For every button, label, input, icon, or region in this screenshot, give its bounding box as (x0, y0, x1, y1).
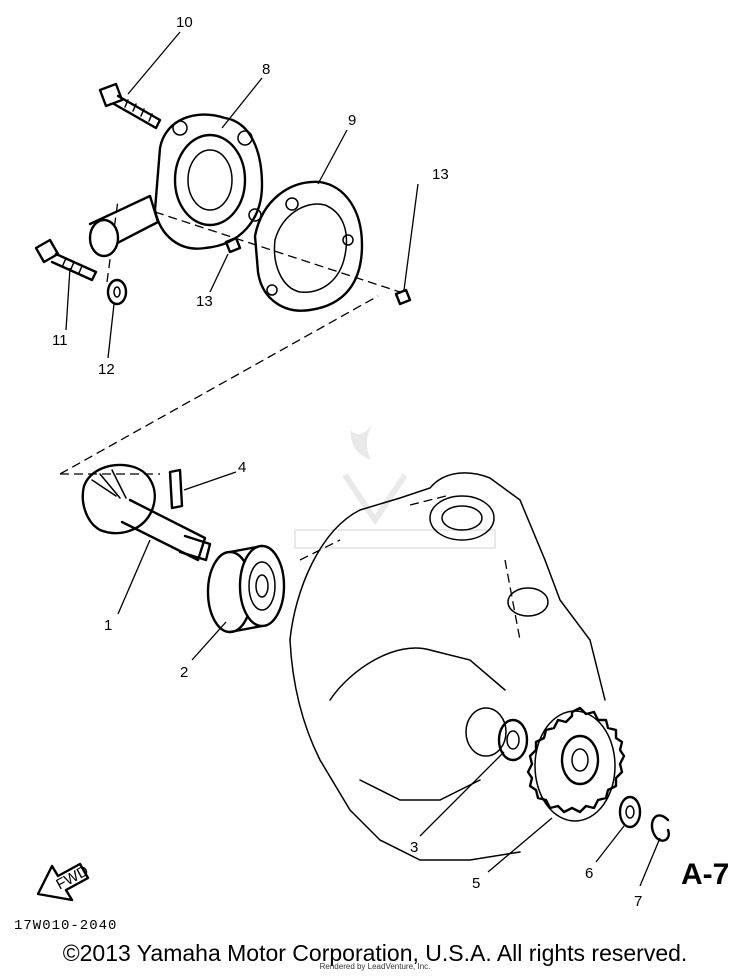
washer-12[interactable] (106, 278, 128, 306)
callout-8: 8 (262, 61, 270, 78)
gear-5[interactable] (526, 706, 626, 822)
dowel-pin-13a[interactable] (224, 236, 242, 254)
dowel-pin-13b[interactable] (394, 288, 412, 306)
callout-4: 4 (238, 459, 246, 476)
gasket-9[interactable] (253, 180, 364, 312)
bolt-11[interactable] (34, 238, 98, 282)
alignment-lines (59, 199, 401, 475)
pin-4[interactable] (168, 468, 184, 510)
diagram-code: 17W010-2040 (14, 918, 118, 934)
pump-housing-8[interactable] (88, 113, 264, 258)
callout-labels: 10 8 9 13 13 11 12 4 1 2 3 5 6 7 (52, 14, 642, 910)
bearing-2[interactable] (206, 544, 286, 634)
circlip-7[interactable] (650, 814, 670, 842)
callout-2: 2 (180, 664, 188, 681)
callout-5: 5 (472, 875, 480, 892)
callout-7: 7 (634, 893, 642, 910)
callout-13a: 13 (432, 166, 449, 183)
crankcase-cover-outline (289, 472, 606, 861)
washer-3[interactable] (497, 718, 529, 762)
section-label: A-7 (681, 858, 730, 891)
fwd-arrow-icon (36, 862, 90, 902)
impeller-shaft-1[interactable] (81, 463, 212, 562)
callout-10: 10 (176, 14, 193, 31)
callout-9: 9 (348, 112, 356, 129)
washer-6[interactable] (618, 795, 642, 829)
callout-11: 11 (52, 332, 68, 349)
watermark-logo (294, 420, 496, 549)
leader-lines (65, 31, 661, 887)
callout-12: 12 (98, 361, 115, 378)
copyright-notice: ©2013 Yamaha Motor Corporation, U.S.A. A… (62, 940, 688, 966)
callout-3: 3 (410, 839, 418, 856)
callout-6: 6 (585, 865, 593, 882)
bolt-10[interactable] (98, 82, 162, 130)
rendered-by-notice: Rendered by LeadVenture, Inc. (319, 962, 431, 971)
callout-13b: 13 (196, 293, 213, 310)
callout-1: 1 (104, 617, 112, 634)
